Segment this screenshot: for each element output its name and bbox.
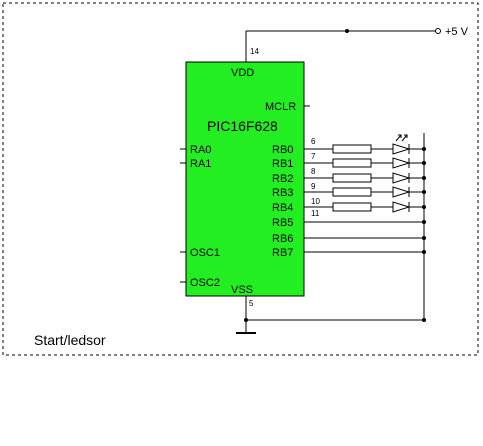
resistor-rb3 bbox=[332, 187, 372, 197]
supply-junction bbox=[345, 29, 349, 33]
light-arrows-icon bbox=[395, 134, 408, 142]
led-rb4 bbox=[392, 201, 411, 213]
pin-number-rb0: 6 bbox=[311, 137, 316, 146]
vss-pin-number: 5 bbox=[249, 299, 254, 308]
resistor-rb4 bbox=[332, 202, 372, 212]
mclr-label: MCLR bbox=[265, 101, 296, 113]
vdd-pin-number: 14 bbox=[250, 47, 259, 56]
led-channel-rb1 bbox=[304, 157, 424, 169]
led-rb3 bbox=[392, 186, 411, 198]
resistor-rb1 bbox=[332, 158, 372, 168]
pin-label-rb2: RB2 bbox=[272, 173, 293, 185]
led-rb0 bbox=[392, 143, 411, 155]
pin-label-rb1: RB1 bbox=[272, 158, 293, 170]
pin-label-rb3: RB3 bbox=[272, 187, 293, 199]
led-channel-rb0 bbox=[304, 143, 424, 155]
resistor-rb2 bbox=[332, 173, 372, 183]
pin-label-osc1: OSC1 bbox=[190, 247, 220, 259]
pin-number-rb3: 9 bbox=[311, 182, 316, 191]
led-rb1 bbox=[392, 157, 411, 169]
pin-label-rb7: RB7 bbox=[272, 247, 293, 259]
led-channel-rb2 bbox=[304, 172, 424, 184]
pin-number-rb4: 10 bbox=[311, 197, 320, 206]
chip-body bbox=[185, 61, 305, 297]
frame-label: Start/ledsor bbox=[34, 332, 106, 348]
pin-number-rb2: 8 bbox=[311, 167, 316, 176]
pin-label-osc2: OSC2 bbox=[190, 277, 220, 289]
pin-label-rb6: RB6 bbox=[272, 233, 293, 245]
pin-label-ra0: RA0 bbox=[190, 144, 211, 156]
pin-label-rb5: RB5 bbox=[272, 217, 293, 229]
resistor-rb0 bbox=[332, 144, 372, 154]
led-channel-rb4 bbox=[304, 201, 424, 213]
pin-number-rb1: 7 bbox=[311, 152, 316, 161]
vdd-label: VDD bbox=[231, 67, 254, 79]
supply-terminal bbox=[435, 28, 441, 34]
chip-name: PIC16F628 bbox=[207, 118, 278, 134]
pin-label-rb4: RB4 bbox=[272, 202, 293, 214]
ground-bus-junctions bbox=[422, 147, 426, 322]
dashed-frame bbox=[2, 2, 479, 356]
vss-label: VSS bbox=[231, 284, 253, 296]
led-channel-rb3 bbox=[304, 186, 424, 198]
supply-label: +5 V bbox=[445, 26, 469, 38]
pin-label-ra1: RA1 bbox=[190, 158, 211, 170]
led-rb2 bbox=[392, 172, 411, 184]
pin-number-rb5: 11 bbox=[311, 209, 320, 218]
pin-label-rb0: RB0 bbox=[272, 144, 293, 156]
